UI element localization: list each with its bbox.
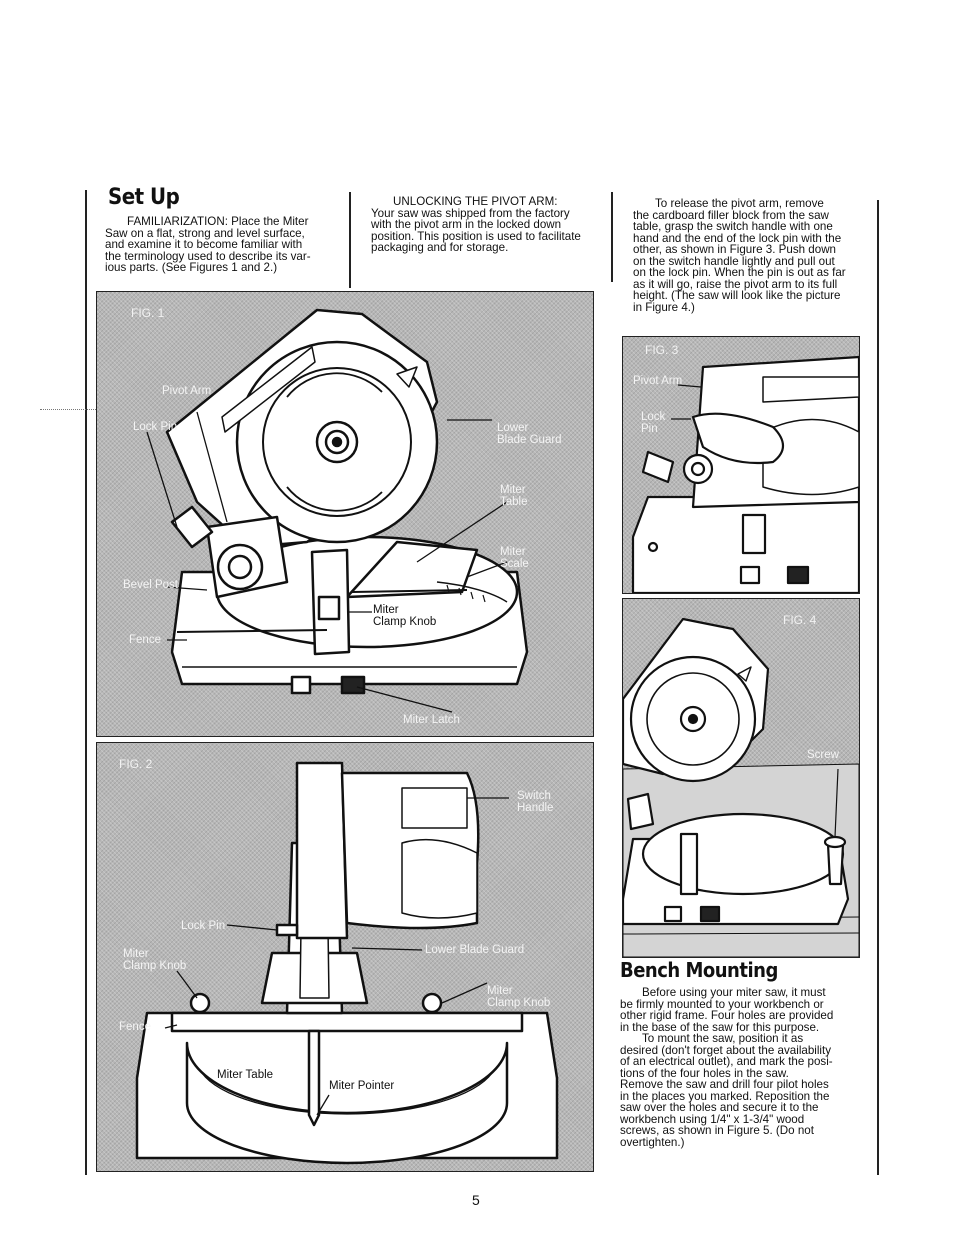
figure-1-callout-fence: Fence xyxy=(129,634,161,646)
figure-4-callout-screw: Screw xyxy=(807,749,839,761)
bench-mounting-heading: Bench Mounting xyxy=(620,958,778,982)
figure-2-callout-lower-guard: Lower Blade Guard xyxy=(425,944,525,956)
right-column-rule xyxy=(877,200,879,1175)
figure-2-callout-clamp-left-1: Miter xyxy=(123,948,149,960)
figure-2-drawing xyxy=(135,761,559,1165)
figure-2-callout-lock-pin: Lock Pin xyxy=(181,920,226,932)
figure-1-callout-table-1: Miter xyxy=(500,484,526,496)
page-number: 5 xyxy=(472,1192,480,1208)
figure-2: FIG. 2 Switch Handle Lock Pin Lower Blad… xyxy=(96,742,594,1172)
middle-column-rule xyxy=(349,192,351,288)
release-paragraph: To release the pivot arm, remove the car… xyxy=(633,197,846,314)
figure-4-drawing xyxy=(623,617,859,957)
figure-2-callout-switch-1: Switch xyxy=(517,790,551,802)
figure-2-callout-switch-2: Handle xyxy=(517,802,554,814)
figure-1-callout-table-2: Table xyxy=(500,496,528,508)
figure-2-callout-miter-pointer: Miter Pointer xyxy=(329,1080,395,1092)
figure-3-callout-lock-1: Lock xyxy=(641,411,666,423)
figure-4-label: FIG. 4 xyxy=(783,613,817,627)
figure-1-callout-lock-pin: Lock Pin xyxy=(133,421,178,433)
setup-paragraph: FAMILIARIZATION: Place the Miter Saw on … xyxy=(105,215,311,274)
figure-1-drawing xyxy=(146,308,529,713)
figure-3-label: FIG. 3 xyxy=(645,343,679,357)
figure-3-callout-lock-2: Pin xyxy=(641,423,658,435)
figure-2-callout-miter-table: Miter Table xyxy=(217,1069,274,1081)
setup-heading: Set Up xyxy=(108,185,180,210)
figure-1-callout-clamp-2: Clamp Knob xyxy=(373,616,437,628)
figure-1-callout-clamp-1: Miter xyxy=(373,604,399,616)
figure-1-label: FIG. 1 xyxy=(131,306,165,320)
dotted-guide-line xyxy=(40,409,96,410)
unlocking-section: UNLOCKING THE PIVOT ARM: Your saw was sh… xyxy=(371,196,607,254)
figure-1-callout-scale-2: Scale xyxy=(500,558,529,570)
figure-2-callout-clamp-right-2: Clamp Knob xyxy=(487,997,551,1009)
figure-4: FIG. 4 Screw xyxy=(622,598,860,958)
figure-1-callout-scale-1: Miter xyxy=(500,546,526,558)
figure-2-callout-fence: Fence xyxy=(119,1021,151,1033)
figure-1: FIG. 1 Pivot Arm Lock Pin Lower Blade Gu… xyxy=(96,291,594,737)
left-column-rule xyxy=(85,190,87,1175)
figure-3: FIG. 3 Pivot Arm Lock Pin xyxy=(622,336,860,594)
figure-1-callout-pivot-arm: Pivot Arm xyxy=(162,385,212,397)
unlocking-title: UNLOCKING THE PIVOT ARM: xyxy=(393,195,558,208)
right-middle-column-rule xyxy=(611,192,613,282)
figure-3-drawing xyxy=(631,355,859,593)
figure-1-callout-bevel-post: Bevel Post xyxy=(123,579,178,591)
figure-1-callout-miter-latch: Miter Latch xyxy=(403,714,460,726)
figure-2-callout-clamp-right-1: Miter xyxy=(487,985,513,997)
figure-1-callout-lower-guard-2: Blade Guard xyxy=(497,434,562,446)
figure-2-callout-clamp-left-2: Clamp Knob xyxy=(123,960,187,972)
figure-1-callout-lower-guard-1: Lower xyxy=(497,422,529,434)
figure-3-callout-pivot-arm: Pivot Arm xyxy=(633,375,683,387)
bench-mounting-text: Before using your miter saw, it must be … xyxy=(620,986,834,1149)
figure-2-label: FIG. 2 xyxy=(119,757,153,771)
